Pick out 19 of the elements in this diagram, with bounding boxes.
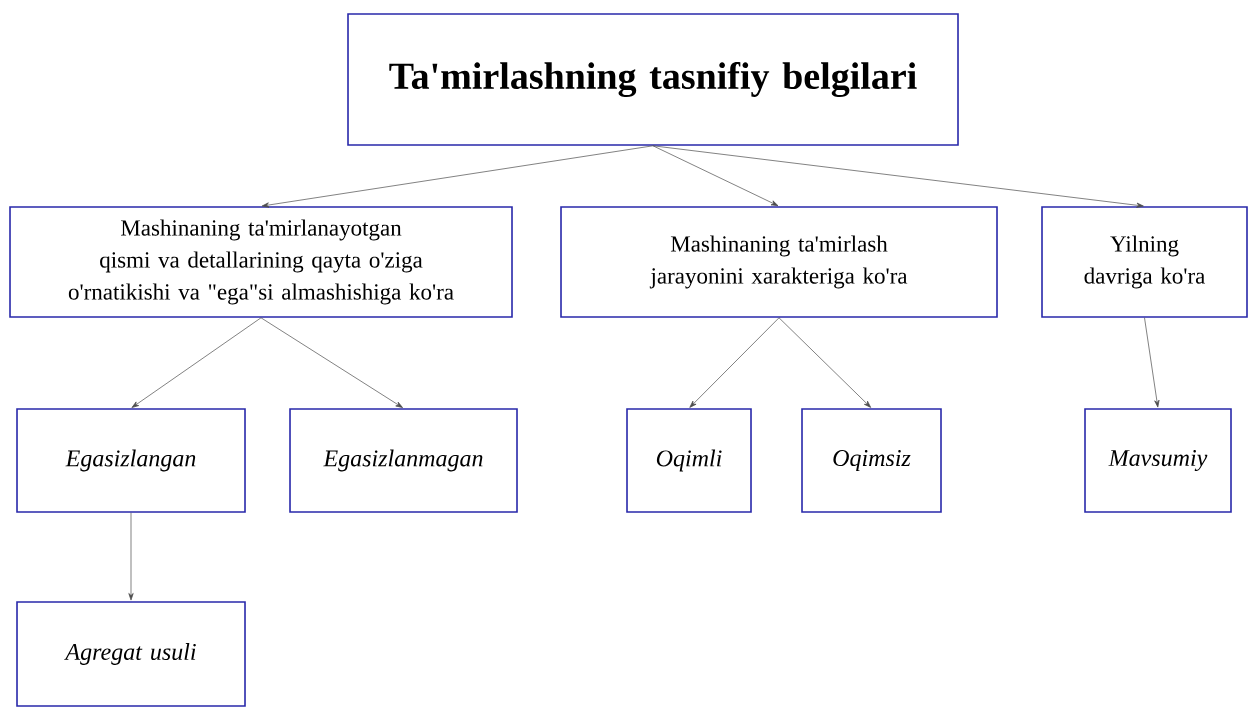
type-box: Mavsumiy (1084, 408, 1232, 513)
arrow (128, 512, 134, 601)
type-box: Agregat usuli (16, 601, 246, 707)
arrow (131, 317, 262, 408)
title-box: Ta'mirlashning tasnifiy belgilari (347, 13, 959, 146)
arrow (778, 317, 872, 408)
arrow (1144, 317, 1160, 408)
arrow (261, 145, 654, 208)
arrow (689, 317, 780, 408)
type-box: Oqimsiz (801, 408, 942, 513)
type-box: Egasizlangan (16, 408, 246, 513)
category-box: Mashinaning ta'mirlanayotgan qismi va detallarining qayta o'ziga o'rnatikishi va "ega"si almashishiga ko'ra (9, 206, 513, 318)
type-box: Egasizlanmagan (289, 408, 518, 513)
type-box: Oqimli (626, 408, 752, 513)
arrow (260, 317, 403, 408)
arrow (652, 145, 1144, 208)
category-box: Yilning davriga ko'ra (1041, 206, 1248, 318)
category-box: Mashinaning ta'mirlash jarayonini xarakteriga ko'ra (560, 206, 998, 318)
arrow (652, 145, 779, 207)
